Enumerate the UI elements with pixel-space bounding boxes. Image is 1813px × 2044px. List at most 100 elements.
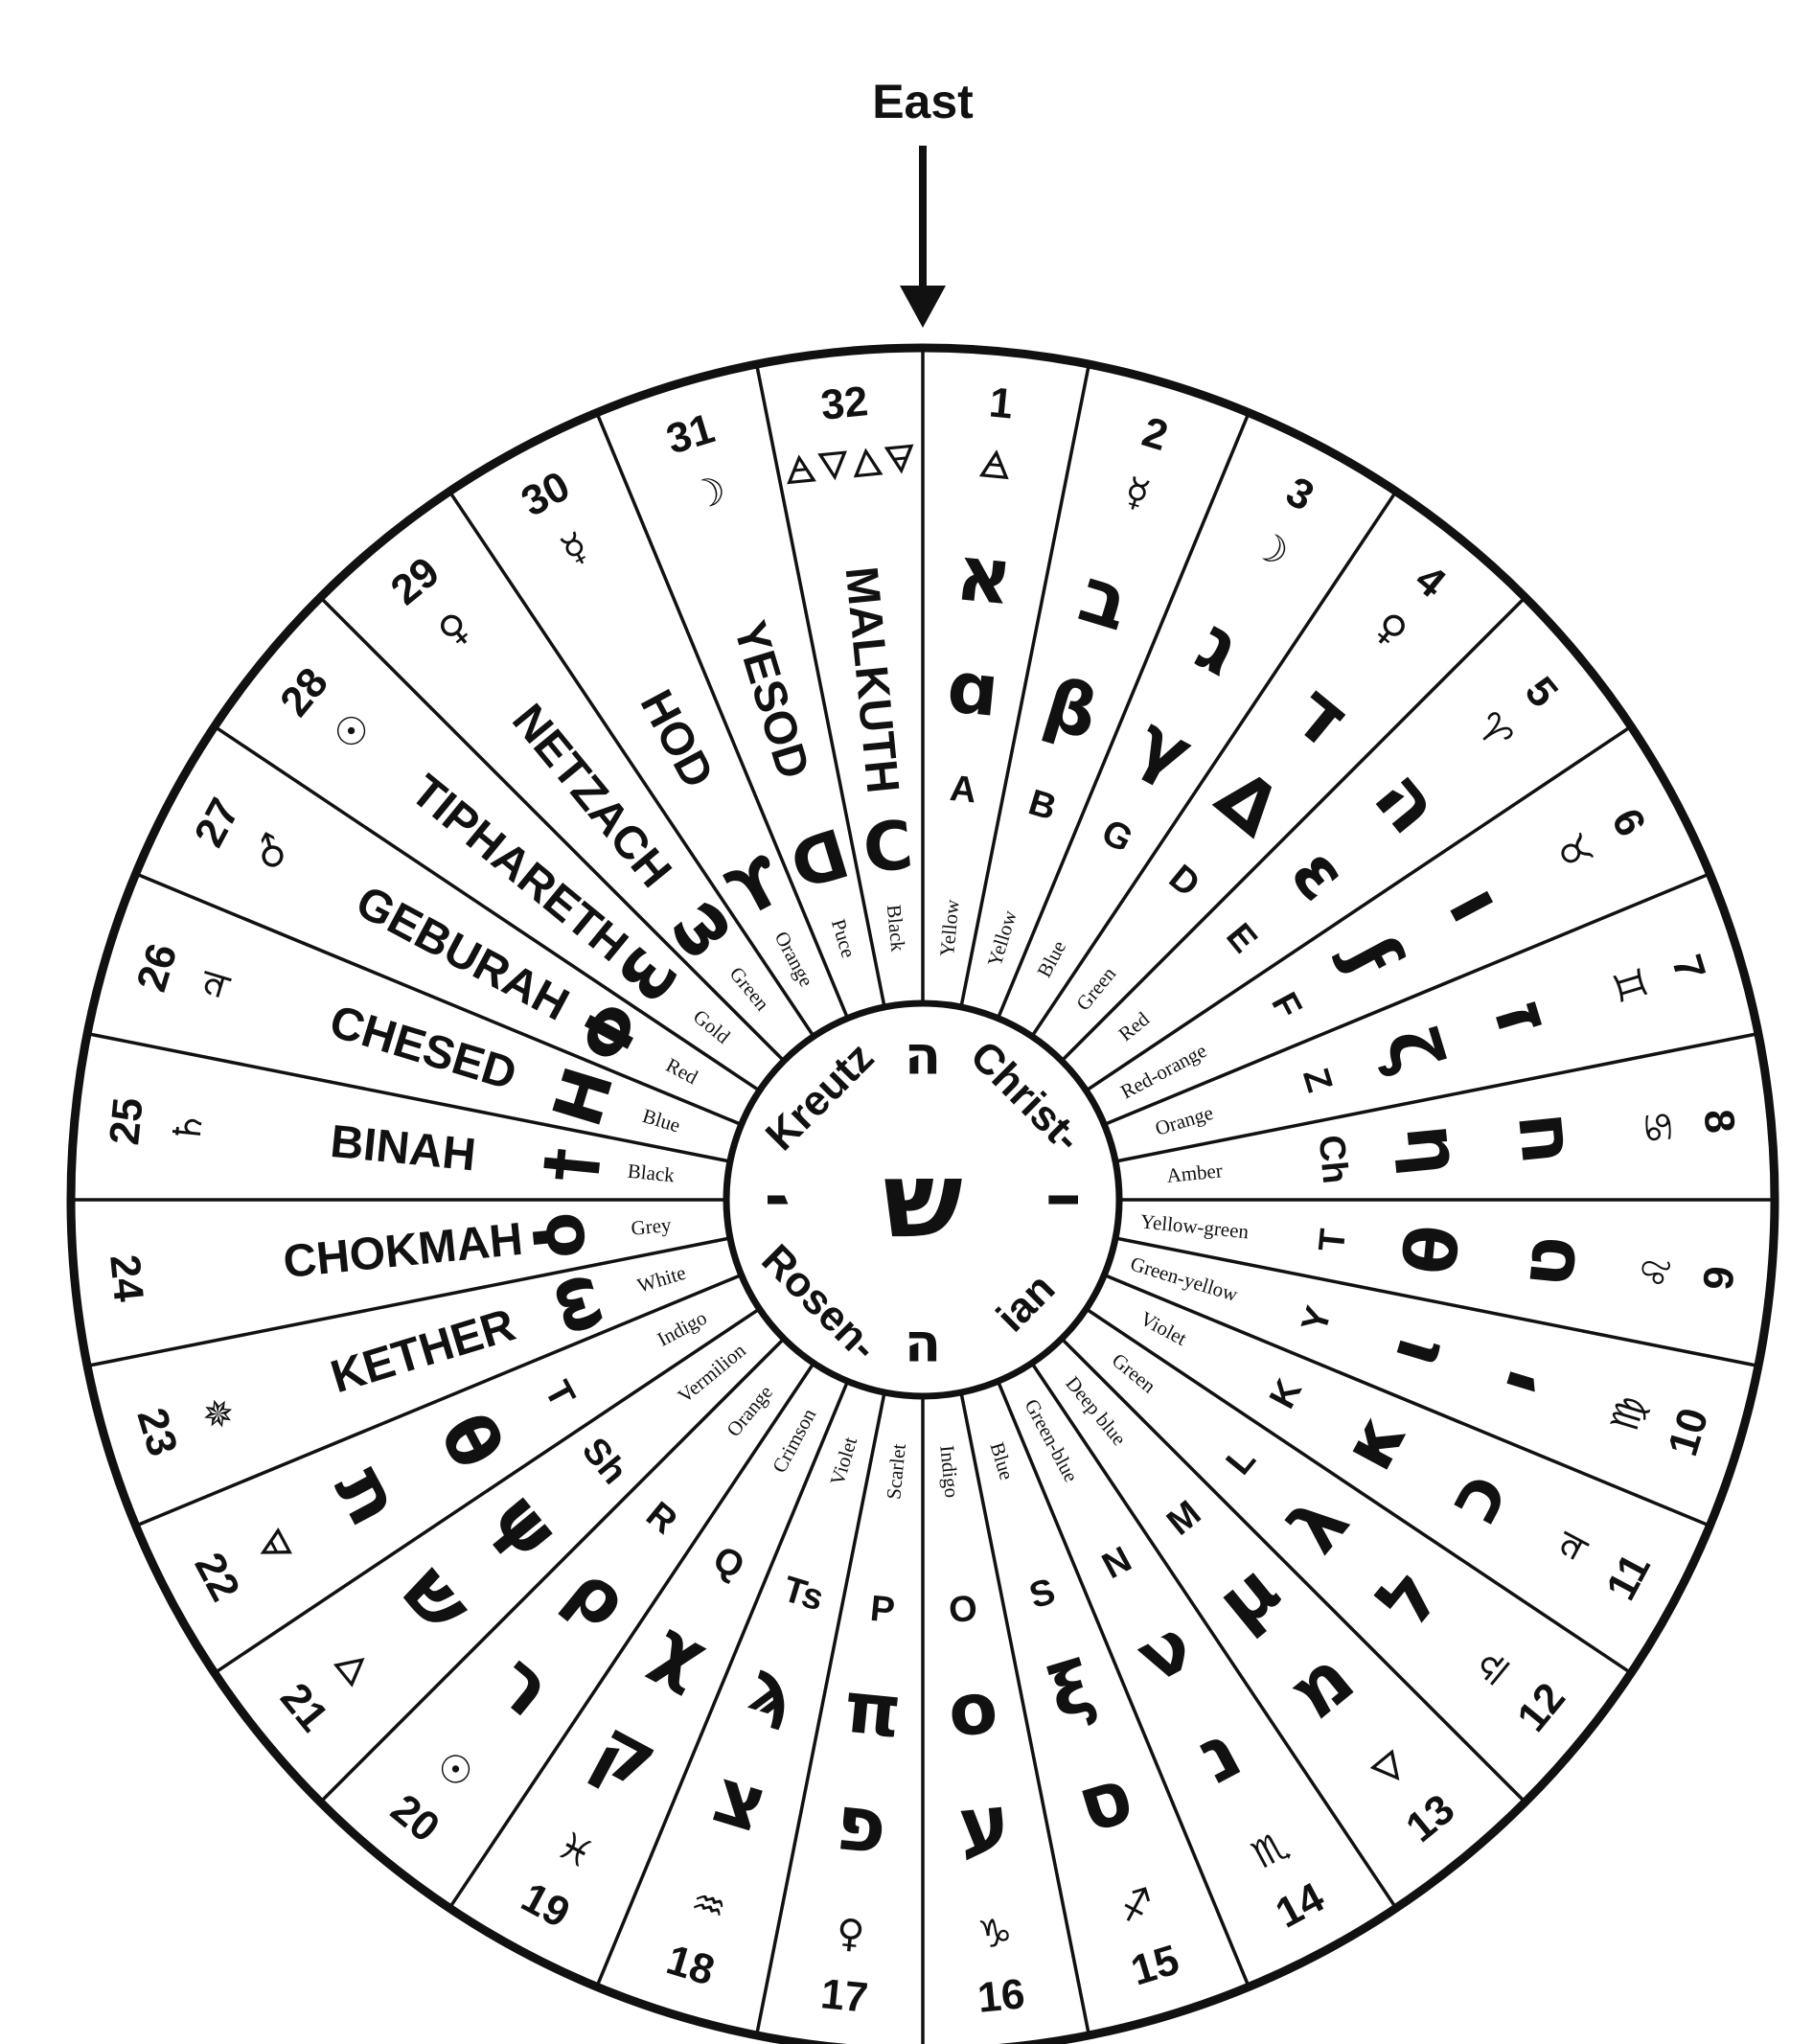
sector-number: 7 (1663, 950, 1714, 986)
sephirah-name: CHESED (324, 996, 522, 1100)
sector-number: 32 (818, 378, 870, 429)
color-name: Blue (985, 1439, 1018, 1482)
spoke-line (213, 1307, 761, 1675)
spoke-line (1103, 1273, 1710, 1527)
astro-symbol-icon: ♐ (1114, 1880, 1160, 1932)
spoke-line (996, 1380, 1251, 1987)
astro-symbol-icon: ♓ (549, 1823, 600, 1877)
spoke-line (319, 596, 786, 1063)
color-name: Puce (827, 916, 861, 960)
hebrew-letter: י (1478, 1358, 1570, 1406)
greek-glyph: μ (1202, 1548, 1295, 1644)
spoke-line (1103, 872, 1710, 1127)
astro-symbol-icon: ☽ (1245, 521, 1296, 576)
greek-glyph: ɑ (944, 646, 1002, 733)
color-name: White (634, 1261, 688, 1298)
sector-number: 5 (1516, 668, 1567, 716)
sector-number: 25 (101, 1095, 152, 1147)
latin-letter: Z (1295, 1064, 1340, 1096)
latin-letter: N (1096, 1539, 1138, 1587)
astro-symbol-icon: ♃ (191, 963, 242, 1009)
greek-glyph: κ (1326, 1400, 1423, 1483)
spoke-line (213, 724, 761, 1092)
spoke-line (1085, 724, 1633, 1092)
latin-letter: L (1219, 1440, 1264, 1483)
sector-number: 18 (661, 1936, 720, 1994)
spoke-line (1060, 1337, 1526, 1803)
greek-glyph: ζ (1368, 1019, 1459, 1083)
sector-number: 29 (382, 548, 448, 614)
sector-15: 15♐ סξS Blue (985, 1439, 1183, 1994)
greek-glyph: η (1389, 1120, 1477, 1179)
latin-letter: A (948, 769, 977, 811)
astro-symbol-icon: ♋ (1634, 1108, 1681, 1146)
greek-glyph: ε (1274, 833, 1364, 915)
latin-letter: R (638, 1494, 684, 1542)
latin-letter: B (1024, 782, 1061, 828)
spoke-line (135, 872, 743, 1127)
astro-symbol-icon: ♊ (1603, 963, 1655, 1009)
color-name: Gold (689, 1005, 735, 1049)
hebrew-letter: ד (1275, 666, 1366, 764)
hebrew-letter: ט (1501, 1231, 1595, 1292)
spoke-line (595, 412, 850, 1020)
hebrew-letter: ב (1069, 550, 1140, 649)
greek-glyph: θ (423, 1401, 518, 1482)
astro-symbol-icon: ☿ (1119, 470, 1155, 518)
hebrew-letter: ל (1359, 1551, 1457, 1643)
spoke-line (319, 1337, 786, 1803)
spokes (71, 348, 1775, 2044)
sector-number: 31 (661, 404, 720, 463)
astro-symbol-icon: 🜁🜄🜂🜃 (782, 437, 920, 494)
color-name: Red (662, 1053, 702, 1089)
greek-glyph: π (840, 1666, 905, 1754)
color-name: Blue (1032, 937, 1070, 981)
latin-letter: Y (1295, 1302, 1341, 1337)
greek-glyph: ν (1124, 1604, 1205, 1700)
spoke-line (86, 1236, 731, 1368)
sector-number: 22 (185, 1545, 248, 1608)
hebrew-letter: א (952, 528, 1017, 622)
astro-symbol-icon: ♈ (1465, 704, 1521, 759)
spoke-line (996, 412, 1251, 1020)
hebrew-letter: כ (1427, 1456, 1526, 1536)
astro-symbol-icon: ♏ (1245, 1823, 1296, 1877)
astro-symbol-icon: ♎ (1465, 1641, 1521, 1695)
sector-number: 26 (127, 938, 186, 997)
latin-letter: O (947, 1589, 979, 1632)
sector-number: 10 (1659, 1403, 1717, 1461)
sector-25: 25♄BINAH†Black (101, 1095, 676, 1186)
sephirah-name: KETHER (325, 1299, 520, 1403)
astro-symbol-icon: ♒ (686, 1880, 732, 1932)
sector-number: 12 (1508, 1674, 1574, 1740)
astro-symbol-icon: ♂ (244, 826, 299, 877)
sector-number: 15 (1126, 1936, 1184, 1994)
sector-number: 9 (1694, 1264, 1743, 1292)
hebrew-letter: מ (1272, 1633, 1371, 1737)
greek-glyph: † (529, 1144, 610, 1185)
color-name: Amber (1165, 1159, 1223, 1187)
spoke-line (1085, 1307, 1633, 1675)
astro-symbol-icon: ♉ (1546, 826, 1600, 877)
latin-letter: S (1025, 1572, 1060, 1618)
greek-glyph: ξ (1040, 1645, 1104, 1736)
hebrew-letter: ס (1067, 1750, 1143, 1850)
sector-number: 13 (1397, 1785, 1463, 1851)
astro-symbol-icon: ♃ (1546, 1522, 1600, 1573)
hebrew-letter: פ (832, 1778, 890, 1872)
color-name: Orange (1153, 1101, 1216, 1140)
sector-number: 17 (818, 1970, 870, 2022)
sector-number: 1 (987, 379, 1015, 427)
latin-letter: K (1262, 1372, 1310, 1414)
sector-number: 8 (1694, 1108, 1743, 1136)
color-name: Yellow (935, 898, 964, 958)
greek-glyph: ϡ (741, 1644, 807, 1736)
astro-symbol-icon: ♀ (430, 604, 480, 655)
greek-glyph: C (860, 805, 916, 888)
east-label: East (872, 75, 974, 128)
hebrew-letter: ז (1477, 990, 1571, 1045)
hebrew-letter: ת (317, 1452, 421, 1540)
latin-letter: M (1159, 1493, 1208, 1544)
